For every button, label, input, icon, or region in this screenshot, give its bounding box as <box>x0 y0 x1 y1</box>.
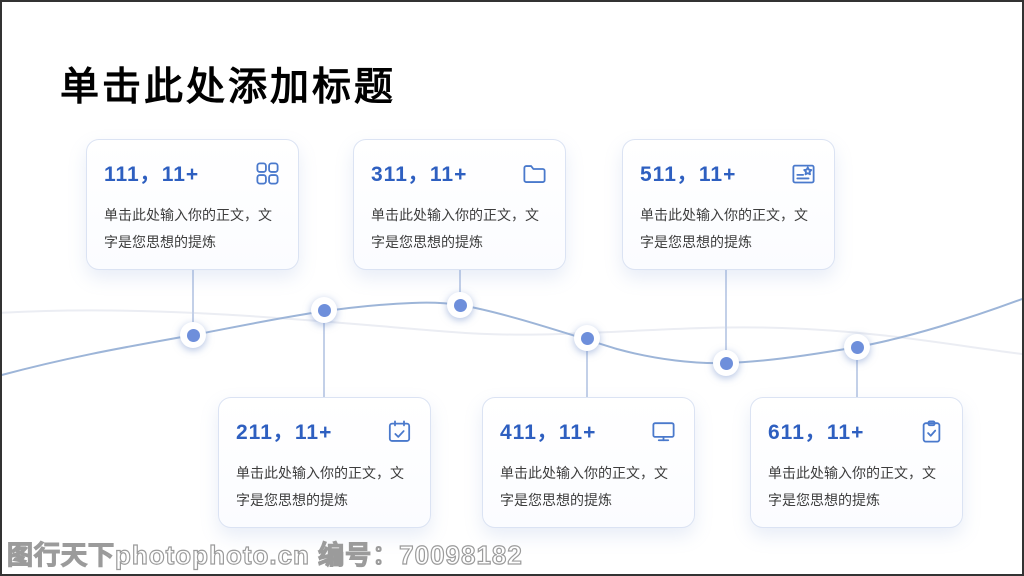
card-111[interactable]: 111，11+ 单击此处输入你的正文，文字是您思想的提炼 <box>86 139 299 270</box>
grid-icon <box>254 160 281 187</box>
timeline-dot-5 <box>713 350 739 376</box>
card-511[interactable]: 511，11+ 单击此处输入你的正文，文字是您思想的提炼 <box>622 139 835 270</box>
card-body-text: 单击此处输入你的正文，文字是您思想的提炼 <box>236 465 404 509</box>
card-header: 511，11+ <box>640 159 817 187</box>
watermark-text: 图行天下photophoto.cn 编号：70098182 <box>6 539 523 570</box>
card-body-text: 单击此处输入你的正文，文字是您思想的提炼 <box>768 465 936 509</box>
connector-line-6 <box>856 347 858 398</box>
connector-line-3 <box>459 269 461 305</box>
card-number: 611，11+ <box>768 421 865 444</box>
card-body-text: 单击此处输入你的正文，文字是您思想的提炼 <box>104 207 272 251</box>
card-611[interactable]: 611，11+ 单击此处输入你的正文，文字是您思想的提炼 <box>750 397 963 528</box>
timeline-dot-6 <box>844 334 870 360</box>
slide-title-placeholder[interactable]: 单击此处添加标题 <box>60 66 397 109</box>
card-311[interactable]: 311，11+ 单击此处输入你的正文，文字是您思想的提炼 <box>353 139 566 270</box>
connector-line-1 <box>192 269 194 335</box>
timeline-dot-3 <box>447 292 473 318</box>
clipboard-check-icon <box>918 418 945 445</box>
card-body-text: 单击此处输入你的正文，文字是您思想的提炼 <box>500 465 668 509</box>
card-number: 511，11+ <box>640 163 737 186</box>
card-header: 111，11+ <box>104 159 281 187</box>
card-header: 411，11+ <box>500 417 677 445</box>
card-header: 611，11+ <box>768 417 945 445</box>
timeline-dot-4 <box>574 325 600 351</box>
connector-line-2 <box>323 310 325 398</box>
wave-main-line <box>2 297 1022 376</box>
card-411[interactable]: 411，11+ 单击此处输入你的正文，文字是您思想的提炼 <box>482 397 695 528</box>
connector-line-4 <box>586 338 588 398</box>
connector-line-5 <box>725 269 727 363</box>
wave-light-line <box>2 309 1022 356</box>
card-header: 211，11+ <box>236 417 413 445</box>
card-body-text: 单击此处输入你的正文，文字是您思想的提炼 <box>371 207 539 251</box>
card-number: 111，11+ <box>104 163 200 186</box>
timeline-dot-1 <box>180 322 206 348</box>
card-number: 211，11+ <box>236 421 333 444</box>
card-header: 311，11+ <box>371 159 548 187</box>
folder-icon <box>521 160 548 187</box>
calendar-check-icon <box>386 418 413 445</box>
card-211[interactable]: 211，11+ 单击此处输入你的正文，文字是您思想的提炼 <box>218 397 431 528</box>
card-number: 411，11+ <box>500 421 597 444</box>
card-body-text: 单击此处输入你的正文，文字是您思想的提炼 <box>640 207 808 251</box>
certificate-icon <box>790 160 817 187</box>
card-number: 311，11+ <box>371 163 468 186</box>
timeline-dot-2 <box>311 297 337 323</box>
monitor-icon <box>650 418 677 445</box>
